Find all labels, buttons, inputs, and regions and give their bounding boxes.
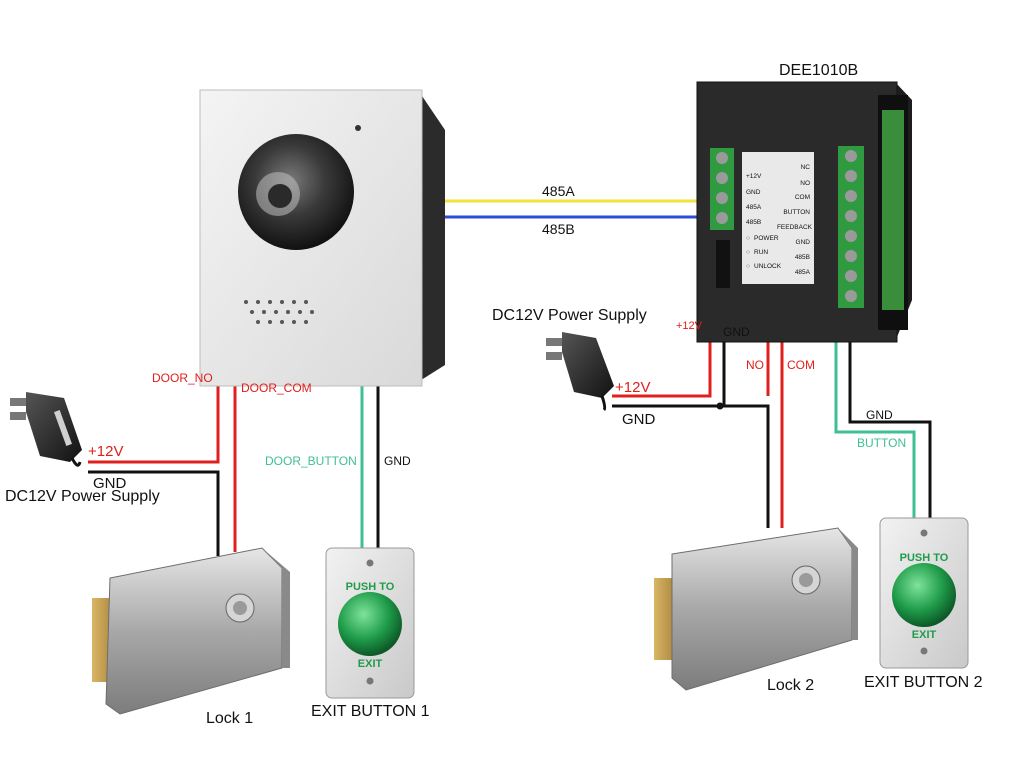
module-left-terminal-label: 485A	[746, 204, 762, 211]
module-right-terminal-label: COM	[795, 194, 810, 201]
module-name: DEE1010B	[779, 62, 859, 79]
wire-right-button	[834, 342, 916, 522]
module-sticker-text: +12V GND 485A 485B POWER RUN UNLOCK NC N…	[746, 164, 813, 276]
module-right-terminal-label: NC	[801, 164, 811, 171]
exit-button-2	[879, 517, 969, 669]
run-led-icon: ○	[746, 249, 750, 256]
door-no-label: DOOR_NO	[152, 371, 213, 385]
module-right-terminal-label: 485A	[795, 269, 811, 276]
right-psu-label: DC12V Power Supply	[492, 307, 647, 324]
exit-button-1-top-text: PUSH TO	[346, 581, 395, 593]
right-no-label: NO	[746, 358, 764, 372]
module-right-terminal-label: NO	[800, 180, 810, 187]
outdoor-station	[199, 89, 445, 387]
exit-button-1	[325, 547, 415, 699]
lock-1-label: Lock 1	[206, 710, 254, 727]
right-gnd-label: GND	[622, 411, 656, 428]
module-plus12v-label: +12V	[676, 320, 702, 332]
module-right-terminal-label: GND	[796, 239, 811, 246]
right-button-label: BUTTON	[857, 436, 907, 450]
unlock-led-icon: ○	[746, 263, 750, 270]
module-right-terminal-label: FEEDBACK	[777, 224, 813, 231]
module-gnd-label: GND	[723, 325, 750, 339]
module-right-terminal-label: 485B	[795, 254, 810, 261]
wire-right-gnd-lock	[720, 404, 770, 528]
bus-485b-label: 485B	[542, 221, 575, 237]
wire-left-gnd	[88, 470, 220, 556]
left-gnd-label: GND	[93, 475, 127, 492]
wire-door-no	[88, 352, 220, 464]
lock-2-label: Lock 2	[767, 677, 815, 694]
wire-right-button-gnd	[848, 342, 932, 522]
power-led-icon: ○	[746, 235, 750, 242]
module-indicator-label: RUN	[754, 249, 768, 256]
module-right-terminal-label: BUTTON	[783, 209, 810, 216]
exit-button-2-bottom-text: EXIT	[912, 629, 937, 641]
lock-1	[92, 547, 290, 715]
left-plus12v-label: +12V	[88, 443, 124, 460]
right-button-gnd-label: GND	[866, 408, 893, 422]
module-left-terminal-label: GND	[746, 189, 761, 196]
right-com-label: COM	[787, 358, 815, 372]
module-left-terminal-label: 485B	[746, 219, 761, 226]
bus-485a-label: 485A	[542, 183, 575, 199]
exit-button-1-bottom-text: EXIT	[358, 658, 383, 670]
wire-right-plus12v	[612, 342, 712, 398]
module-left-terminal-label: +12V	[746, 173, 762, 180]
right-plus12v-label: +12V	[615, 379, 651, 396]
exit-button-2-label: EXIT BUTTON 2	[864, 674, 983, 691]
right-power-supply	[546, 332, 614, 412]
door-com-label: DOOR_COM	[241, 381, 312, 395]
left-power-supply	[10, 392, 82, 467]
exit-button-1-label: EXIT BUTTON 1	[311, 703, 430, 720]
lock-2	[654, 527, 858, 691]
exit-button-2-top-text: PUSH TO	[900, 552, 949, 564]
left-button-gnd-label: GND	[384, 454, 411, 468]
module-indicator-label: UNLOCK	[754, 263, 782, 270]
dee1010b-module	[696, 81, 912, 343]
door-button-label: DOOR_BUTTON	[265, 454, 357, 468]
module-indicator-label: POWER	[754, 235, 779, 242]
left-psu-label: DC12V Power Supply	[5, 488, 160, 505]
